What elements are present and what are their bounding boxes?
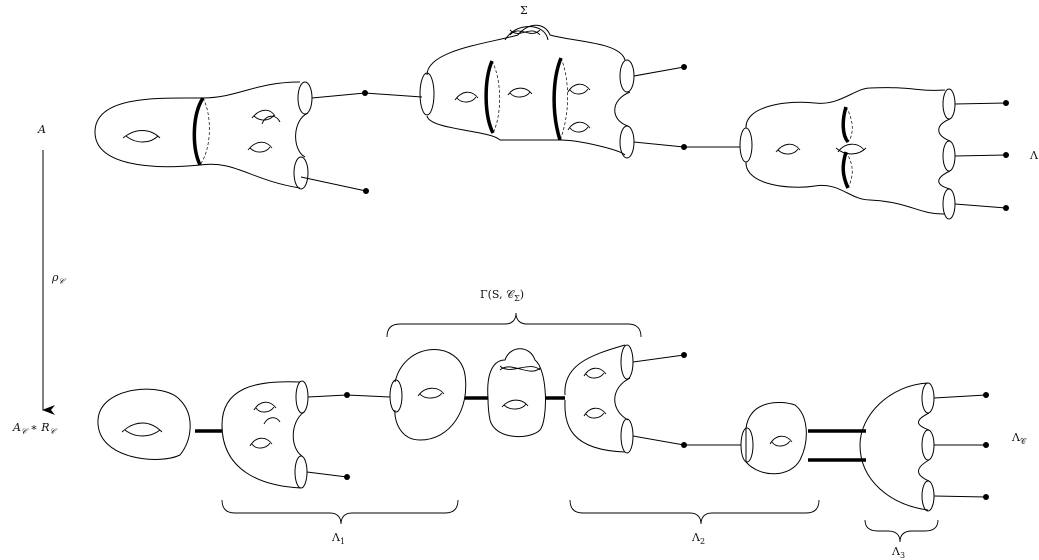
rho-label: ρ𝒞 [51, 271, 66, 286]
top-surface-sigma [364, 24, 687, 159]
lambda1-label: Λ1 [331, 531, 345, 546]
bottom-surface-4 [684, 402, 807, 475]
lambda-top-label: Λ [1029, 149, 1039, 162]
bottom-surface-3b [487, 348, 546, 438]
bottom-surface-3c [564, 344, 687, 454]
lambda3-label: Λ3 [891, 545, 905, 560]
top-surface-1 [94, 81, 369, 194]
lambda3-brace [864, 519, 939, 543]
lambda2-brace [569, 499, 820, 525]
gamma-brace [386, 312, 642, 338]
lambda1-brace [221, 499, 459, 525]
lambda2-label: Λ2 [691, 531, 705, 546]
bottom-surface-5 [859, 382, 989, 512]
top-surface-3 [684, 87, 1009, 220]
bottom-surface-3a [346, 349, 467, 441]
bottom-torus [97, 388, 191, 460]
a-quotient-label: A𝒞 ∗ R𝒞 [12, 421, 58, 436]
bottom-surface-2 [221, 380, 350, 489]
lambda-c-label: Λ𝒞 [1011, 431, 1027, 446]
gamma-label: Γ(S, 𝒞Σ) [480, 288, 524, 303]
sigma-label: Σ [520, 4, 528, 17]
a-label: A [37, 123, 46, 136]
